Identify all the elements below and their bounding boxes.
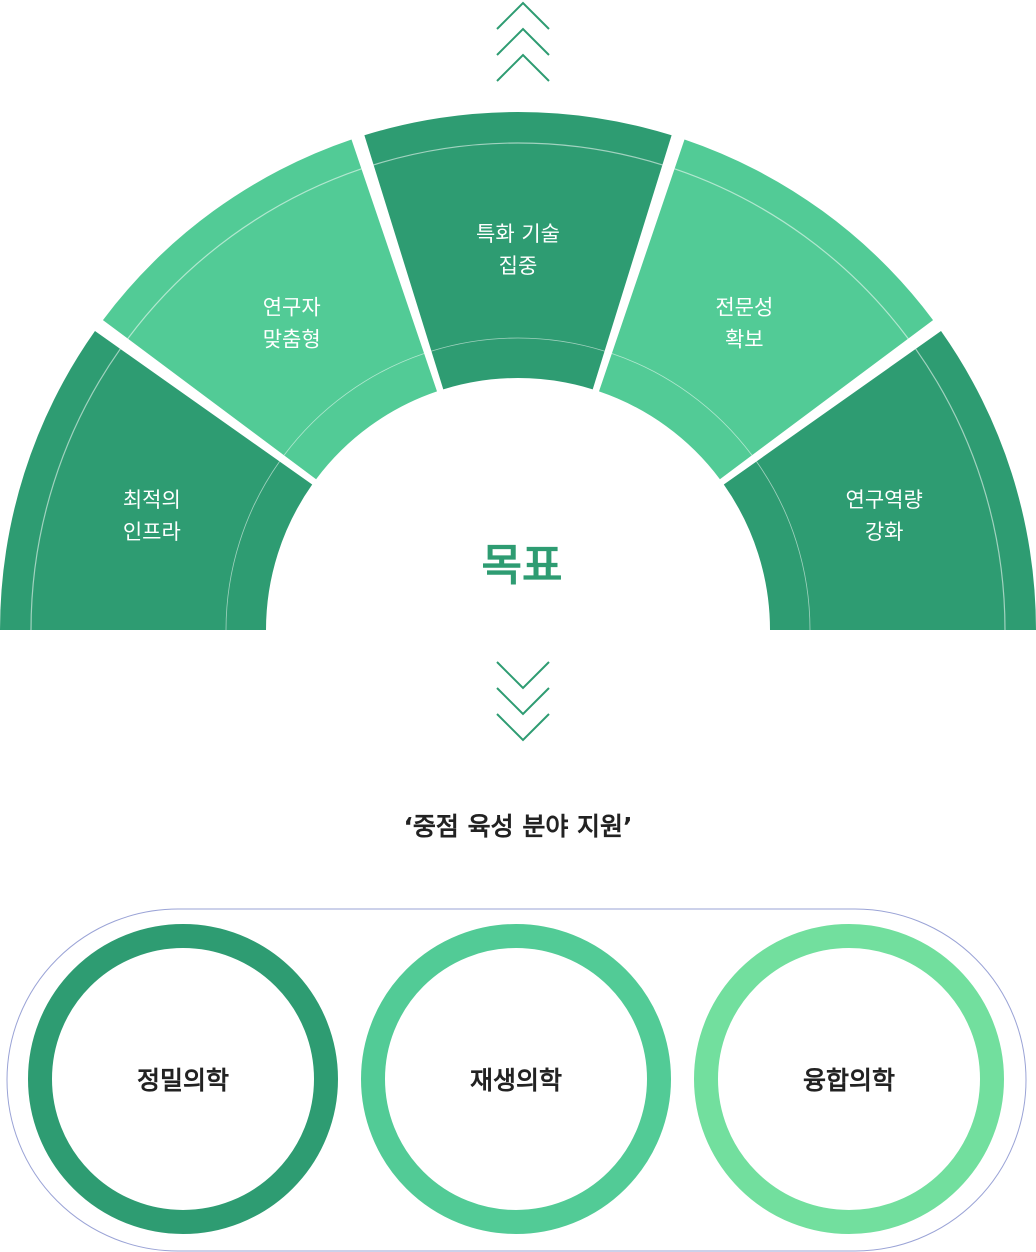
segment-label-line1: 연구역량 bbox=[846, 488, 923, 512]
segment-label-line2: 강화 bbox=[865, 520, 904, 544]
field-circle-precision: 정밀의학 bbox=[28, 924, 338, 1234]
segment-label-line1: 전문성 bbox=[715, 296, 773, 320]
segment-ring-line bbox=[431, 337, 605, 352]
segment-label-line1: 특화 기술 bbox=[476, 222, 560, 246]
segment-shape bbox=[102, 139, 437, 480]
segment-ring-line bbox=[283, 353, 425, 456]
field-label: 정밀의학 bbox=[137, 1066, 229, 1095]
segment-ring-line bbox=[30, 348, 121, 631]
field-label: 융합의학 bbox=[803, 1066, 895, 1095]
segment-ring-line bbox=[756, 461, 811, 631]
fields-capsule bbox=[6, 908, 1027, 1252]
segment-shape bbox=[0, 331, 313, 630]
segment-shape bbox=[364, 111, 672, 390]
segment-ring-line bbox=[674, 168, 909, 339]
triple-chevron-up-icon bbox=[496, 1, 550, 82]
center-goal-label: 목표 bbox=[482, 540, 563, 591]
support-title: ‘중점 육성 분야 지원’ bbox=[403, 812, 632, 841]
segment-shape bbox=[723, 331, 1036, 630]
field-ring bbox=[361, 924, 671, 1234]
segment-label-line1: 최적의 bbox=[123, 488, 181, 512]
segment-ring-line bbox=[225, 461, 280, 631]
segment-ring-line bbox=[127, 168, 362, 339]
segment-ring-line bbox=[373, 142, 663, 166]
segment-shape bbox=[599, 139, 934, 480]
segment-label-line2: 인프라 bbox=[123, 520, 181, 544]
segment-label-line2: 맞춤형 bbox=[263, 328, 321, 352]
field-circle-regenerative: 재생의학 bbox=[361, 924, 671, 1234]
triple-chevron-down-icon bbox=[496, 661, 550, 742]
segment-label-line2: 확보 bbox=[725, 328, 764, 352]
segment-ring-line bbox=[915, 348, 1006, 631]
field-circle-convergence: 융합의학 bbox=[694, 924, 1004, 1234]
segment-label-line2: 집중 bbox=[499, 254, 538, 278]
segment-label-line1: 연구자 bbox=[263, 296, 321, 320]
segment-ring-line bbox=[611, 353, 753, 456]
field-label: 재생의학 bbox=[470, 1066, 562, 1095]
field-ring bbox=[694, 924, 1004, 1234]
field-ring bbox=[28, 924, 338, 1234]
